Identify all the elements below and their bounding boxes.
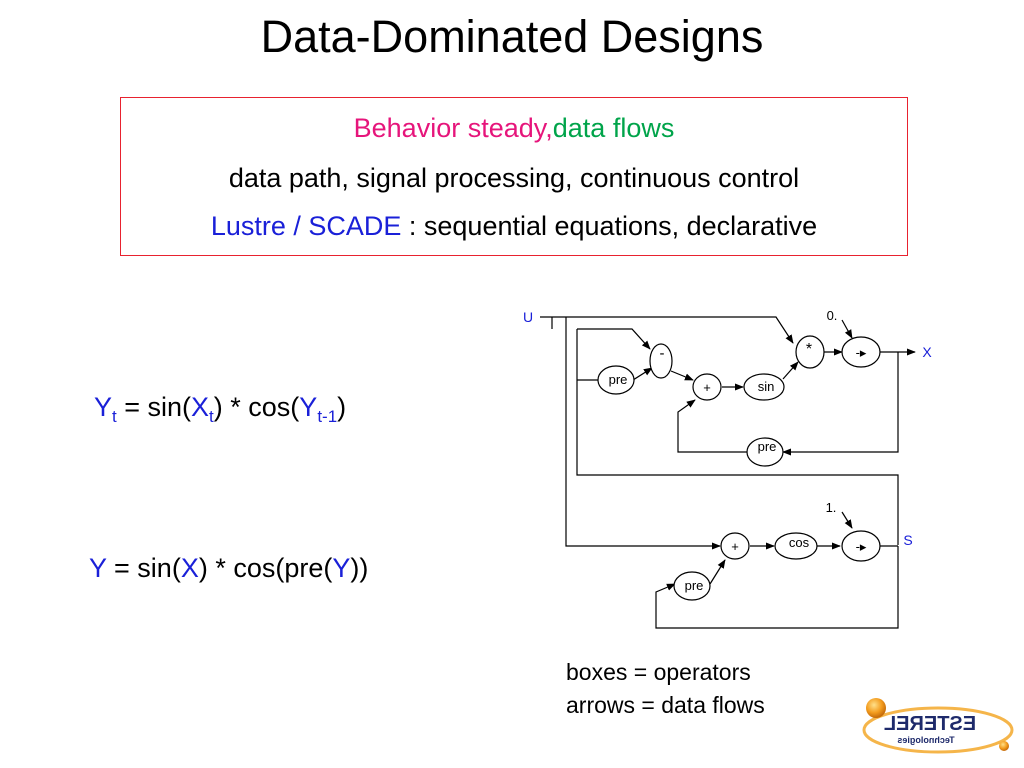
wire-x-to-pre (782, 352, 899, 456)
wire-u-to-plus-bottom (565, 317, 721, 550)
eq1-y-sub: t (112, 407, 117, 426)
eq1-x-sub: t (209, 407, 214, 426)
eq2-y-pre: Y (332, 553, 351, 583)
legend-boxes: boxes = operators (566, 659, 751, 685)
input-u-label: U (523, 309, 533, 325)
op-minus-node (649, 343, 673, 379)
op-minus-label: - (660, 345, 665, 362)
op-pre-bottom-node (673, 571, 711, 601)
op-arrow-top-label: -▸ (856, 345, 867, 360)
eq1-close: ) (337, 392, 347, 422)
op-cos-label: cos (789, 535, 810, 550)
eq1-y: Y (94, 392, 113, 422)
dataflow-wires (540, 316, 916, 629)
logo-small-orb-icon (999, 741, 1009, 751)
logo-subtext: Technologies (897, 735, 954, 745)
wire-const0-to-arrow (841, 319, 853, 339)
wire-s-to-pre (655, 546, 899, 629)
wire-u-to-minus (577, 328, 651, 350)
eq1-y-prev-sub: t-1 (317, 407, 338, 426)
diagram-legend: boxes = operators arrows = data flows (566, 656, 765, 722)
wire-u-to-mult (540, 316, 794, 344)
wire-pre-to-plus-bottom (709, 559, 726, 585)
op-plus-bottom-node (720, 532, 750, 560)
op-plus-top-node (692, 373, 722, 401)
diagram-labels: U X S 0. 1. - + sin * -▸ pre pre + cos -… (523, 308, 932, 593)
const-zero-label: 0. (827, 308, 838, 323)
operator-nodes (597, 335, 881, 601)
summary-line-domains: data path, signal processing, continuous… (228, 163, 800, 193)
op-plus-bottom-label: + (731, 539, 739, 554)
declarative-text: : sequential equations, declarative (401, 211, 818, 241)
eq2-y: Y (89, 553, 107, 583)
eq1-sin: = sin( (116, 392, 192, 422)
op-pre-left-label: pre (609, 372, 628, 387)
output-x-label: X (922, 344, 932, 360)
op-pre-mid-node (746, 437, 784, 467)
eq2-x: X (180, 553, 199, 583)
op-cos-node (774, 532, 818, 560)
summary-box: Behavior steady,data flows data path, si… (120, 97, 908, 256)
logo-wordmark: ESTEREL (884, 713, 976, 735)
logo-ring-icon (862, 706, 1014, 754)
lustre-scade-text: Lustre / SCADE (210, 211, 402, 241)
wire-sin-to-mult (782, 361, 799, 380)
eq1-x: X (191, 392, 210, 422)
op-sin-label: sin (758, 379, 775, 394)
wire-pre-to-plus (677, 399, 748, 453)
op-sin-node (743, 373, 785, 401)
logo-orb-icon (866, 698, 886, 718)
op-plus-top-label: + (703, 380, 711, 395)
wire-minus-to-plus (670, 370, 694, 381)
equation-recurrence: Yt = sin(Xt) * cos(Yt-1) (94, 390, 347, 426)
equation-lustre: Y = sin(X) * cos(pre(Y)) (89, 551, 368, 585)
op-arrow-bottom-node (841, 530, 881, 562)
op-arrow-top-node (841, 336, 881, 368)
eq2-close: )) (350, 553, 369, 583)
op-pre-left-node (597, 365, 635, 395)
summary-line-behavior: Behavior steady,data flows (121, 110, 907, 146)
esterel-logo: ESTEREL Technologies (862, 698, 1014, 754)
legend-arrows: arrows = data flows (566, 692, 765, 718)
eq1-y-prev: Y (299, 392, 318, 422)
op-mult-node (795, 335, 825, 369)
op-mult-label: * (806, 341, 812, 358)
const-one-label: 1. (826, 500, 837, 515)
data-flows-text: data flows (552, 113, 675, 143)
wire-const1-to-arrow (841, 511, 853, 529)
eq1-cos: ) * cos( (213, 392, 300, 422)
op-pre-mid-label: pre (758, 439, 777, 454)
op-pre-bottom-label: pre (685, 578, 704, 593)
op-arrow-bottom-label: -▸ (856, 539, 867, 554)
eq2-cos-pre: ) * cos(pre( (198, 553, 333, 583)
output-s-label: S (903, 532, 912, 548)
wire-u-to-s (576, 329, 899, 545)
eq2-sin: = sin( (106, 553, 181, 583)
wire-pre-to-minus (632, 367, 653, 381)
summary-line-language: Lustre / SCADE : sequential equations, d… (121, 208, 907, 244)
behavior-steady-text: Behavior steady, (353, 113, 553, 143)
slide-title: Data-Dominated Designs (260, 11, 764, 62)
